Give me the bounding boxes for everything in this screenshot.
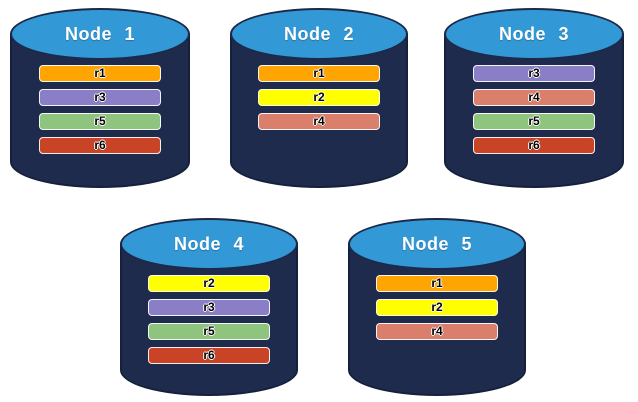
replica-bar-r2: r2	[148, 275, 270, 292]
replica-bar-r3: r3	[148, 299, 270, 316]
replica-list: r1 r3 r5 r6	[39, 65, 161, 161]
replica-list: r1 r2 r4	[376, 275, 498, 347]
replica-bar-r5: r5	[148, 323, 270, 340]
cylinder-top-ellipse: Node 4	[120, 218, 298, 270]
node-label: Node 4	[173, 233, 244, 254]
replica-bar-r5: r5	[39, 113, 161, 130]
replica-bar-r1: r1	[258, 65, 380, 82]
cylinder-body-shape	[348, 243, 526, 396]
replica-bar-r5: r5	[473, 113, 595, 130]
node-cylinder-4: r2 r3 r5 r6 Node 4	[120, 218, 298, 396]
replica-bar-r6: r6	[148, 347, 270, 364]
replica-bar-r4: r4	[376, 323, 498, 340]
replica-bar-r6: r6	[39, 137, 161, 154]
replica-bar-r3: r3	[39, 89, 161, 106]
node-cylinder-5: r1 r2 r4 Node 5	[348, 218, 526, 396]
node-label: Node 2	[283, 23, 354, 44]
node-cylinder-1: r1 r3 r5 r6 Node 1	[10, 8, 190, 188]
replica-list: r2 r3 r5 r6	[148, 275, 270, 371]
replica-list: r1 r2 r4	[258, 65, 380, 137]
cylinder-top-ellipse: Node 1	[10, 8, 190, 60]
replica-bar-r2: r2	[376, 299, 498, 316]
replica-bar-r2: r2	[258, 89, 380, 106]
node-label: Node 5	[401, 233, 472, 254]
node-cylinder-3: r3 r4 r5 r6 Node 3	[444, 8, 624, 188]
node-label: Node 3	[498, 23, 569, 44]
replica-bar-r4: r4	[473, 89, 595, 106]
cylinder-top-ellipse: Node 2	[230, 8, 408, 60]
node-label: Node 1	[64, 23, 135, 44]
replica-bar-r3: r3	[473, 65, 595, 82]
cylinder-top-ellipse: Node 3	[444, 8, 624, 60]
cylinder-top-ellipse: Node 5	[348, 218, 526, 270]
replica-bar-r6: r6	[473, 137, 595, 154]
replica-bar-r1: r1	[39, 65, 161, 82]
replica-bar-r1: r1	[376, 275, 498, 292]
node-cylinder-2: r1 r2 r4 Node 2	[230, 8, 408, 188]
replica-bar-r4: r4	[258, 113, 380, 130]
replica-list: r3 r4 r5 r6	[473, 65, 595, 161]
cylinder-body-shape	[120, 243, 298, 396]
